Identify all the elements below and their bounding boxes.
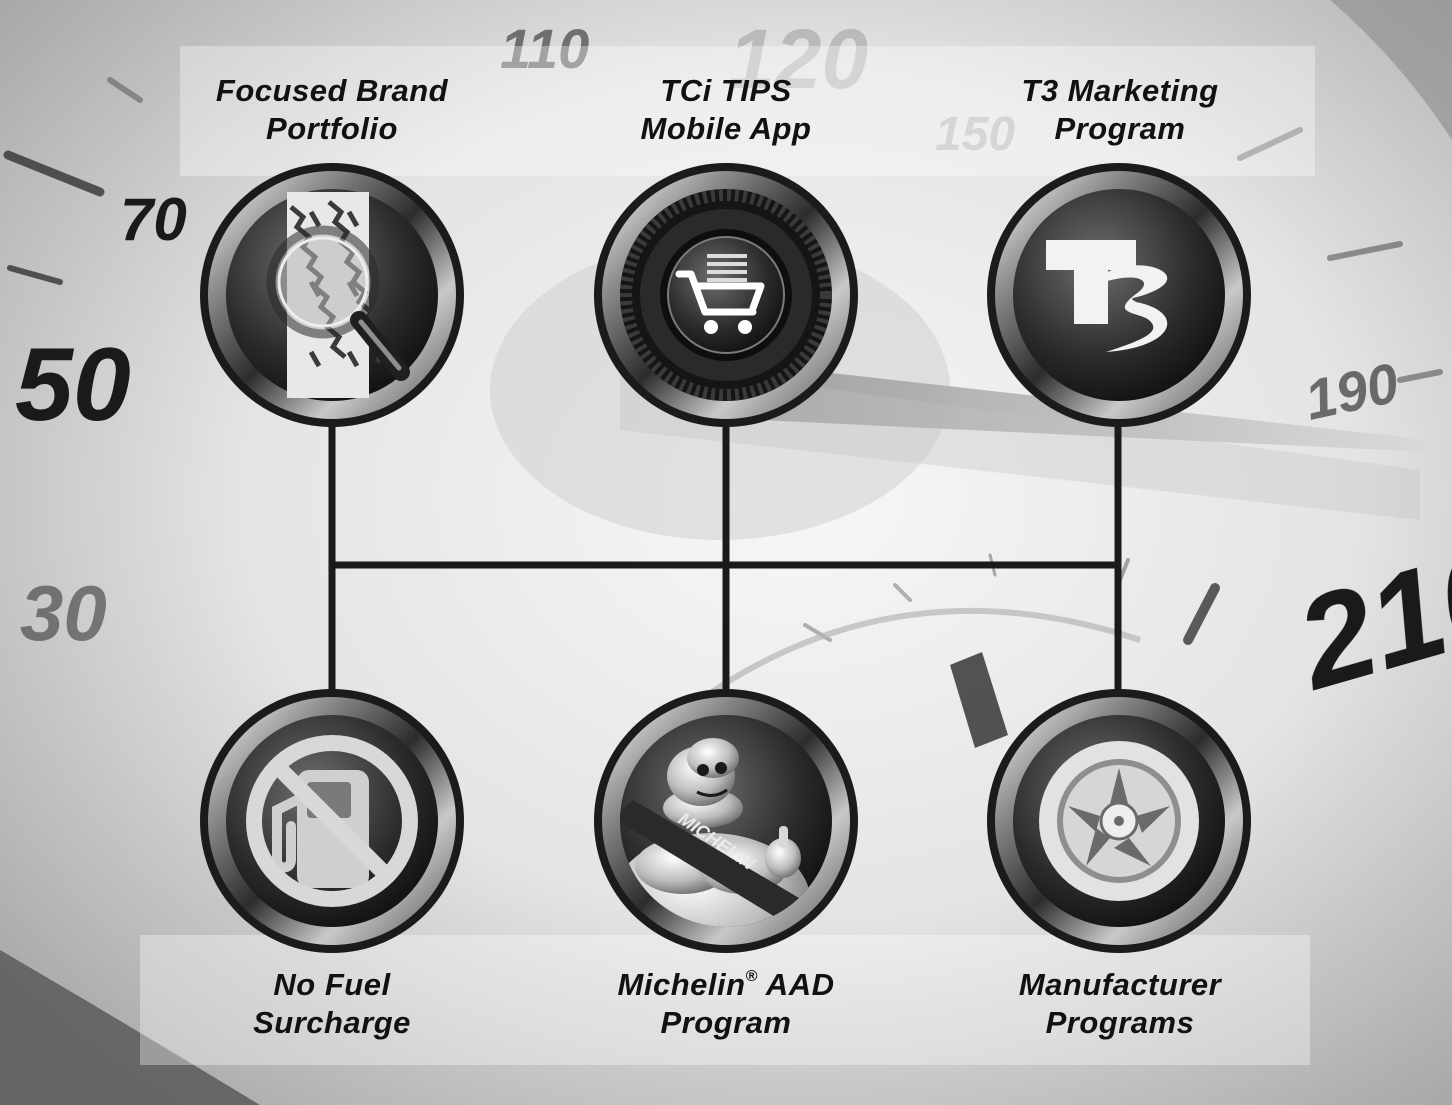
label-line2: Programs bbox=[1045, 1005, 1195, 1040]
label-line2: Program bbox=[1054, 111, 1186, 146]
t3-logo-icon bbox=[986, 162, 1252, 428]
shopping-cart-tire-icon bbox=[593, 162, 859, 428]
label-line1: TCi TIPS bbox=[660, 73, 792, 108]
label-no-fuel-surcharge: No Fuel Surcharge bbox=[182, 966, 482, 1042]
label-manufacturer-programs: Manufacturer Programs bbox=[970, 966, 1270, 1042]
gauge-number-120: 120 bbox=[728, 12, 868, 106]
label-line1: Michelin® AAD bbox=[566, 966, 886, 1004]
label-line2: Mobile App bbox=[640, 111, 812, 146]
gauge-number-150: 150 bbox=[935, 108, 1015, 161]
label-line2: Program bbox=[660, 1005, 792, 1040]
label-line2: Surcharge bbox=[253, 1005, 411, 1040]
label-line1: Focused Brand bbox=[215, 73, 449, 108]
label-line2: Portfolio bbox=[266, 111, 398, 146]
michelin-man-icon: MICHELIN bbox=[593, 688, 859, 954]
label-line1: Manufacturer bbox=[1018, 967, 1222, 1002]
label-michelin-word: Michelin bbox=[617, 967, 746, 1002]
label-line1: No Fuel bbox=[273, 967, 391, 1002]
label-focused-brand-portfolio: Focused Brand Portfolio bbox=[182, 72, 482, 148]
label-t3-marketing-program: T3 Marketing Program bbox=[970, 72, 1270, 148]
gauge-number-30: 30 bbox=[20, 569, 107, 657]
label-line1: T3 Marketing bbox=[1021, 73, 1219, 108]
label-michelin-aad-program: Michelin® AAD Program bbox=[566, 966, 886, 1042]
gauge-number-50: 50 bbox=[15, 327, 131, 443]
gauge-number-70: 70 bbox=[120, 186, 187, 253]
no-fuel-pump-icon bbox=[199, 688, 465, 954]
label-tci-tips-mobile-app: TCi TIPS Mobile App bbox=[576, 72, 876, 148]
registered-trademark: ® bbox=[745, 968, 758, 985]
wheel-rim-icon bbox=[986, 688, 1252, 954]
tire-magnifier-icon bbox=[199, 162, 465, 428]
gauge-number-110: 110 bbox=[500, 17, 589, 80]
label-aad-word: AAD bbox=[757, 967, 835, 1002]
